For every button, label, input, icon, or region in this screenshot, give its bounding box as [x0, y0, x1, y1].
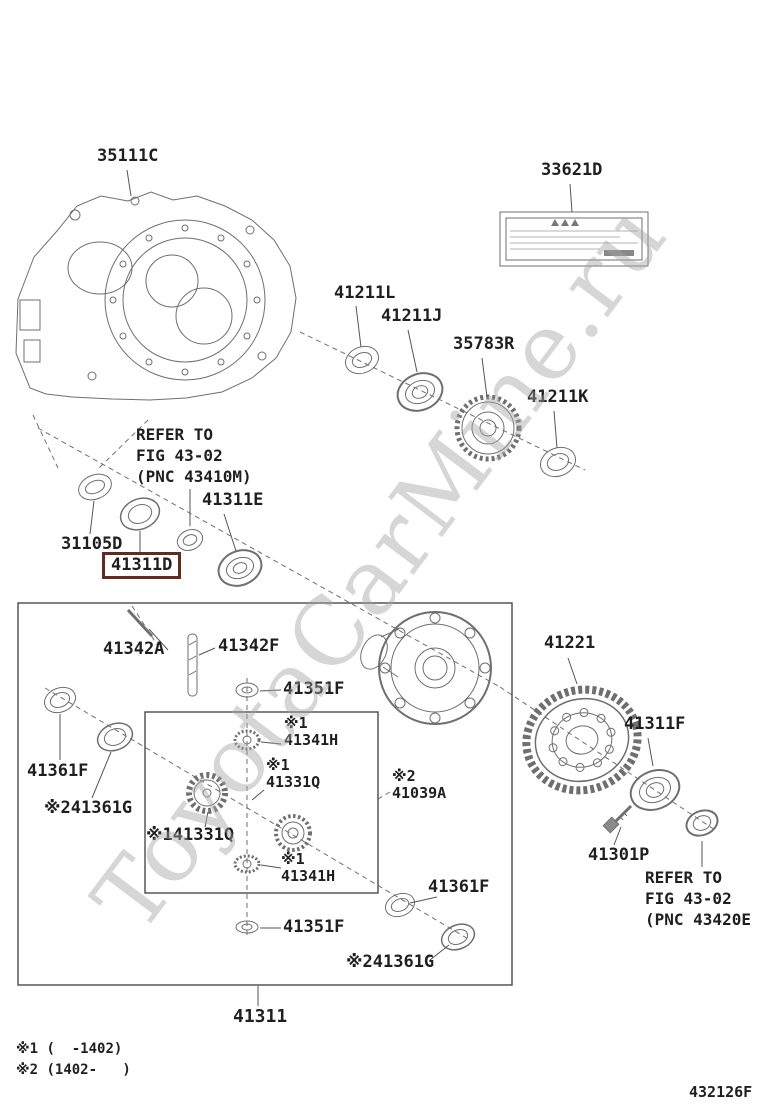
part-label-41361G-left: ※241361G [44, 798, 133, 818]
side-gear-bottom [233, 854, 261, 874]
thrust-washer-top [235, 682, 259, 698]
part-label-41211J: 41211J [381, 306, 443, 326]
part-label-41341H-bottom: ※1 41341H [281, 850, 336, 886]
part-label-41311E: 41311E [202, 490, 264, 510]
part-label-35783R: 35783R [453, 334, 515, 354]
part-label-41301P: 41301P [588, 845, 650, 865]
pinion-gear-left [186, 772, 228, 814]
part-label-41221: 41221 [544, 633, 596, 653]
part-label-33621D: 33621D [541, 160, 603, 180]
footnote-1: ※1 ( -1402) [16, 1041, 123, 1057]
part-label-41211K: 41211K [527, 387, 589, 407]
footnote-2: ※2 (1402- ) [16, 1062, 131, 1078]
part-label-41311D-highlight[interactable]: 41311D [102, 552, 182, 579]
part-label-41361G-bottom: ※241361G [346, 952, 435, 972]
diagram-code: 432126F [689, 1083, 753, 1101]
part-label-41211L: 41211L [334, 283, 396, 303]
part-label-41361F-left: 41361F [27, 761, 89, 781]
bearing-and-ring-drawings [43, 345, 719, 951]
part-label-41311F: 41311F [624, 714, 686, 734]
refer-note-43420E: REFER TO FIG 43-02 (PNC 43420E [645, 868, 751, 929]
part-label-41311: 41311 [233, 1006, 288, 1027]
part-label-41341H-top: ※1 41341H [284, 714, 339, 750]
part-label-35111C: 35111C [97, 146, 159, 166]
assembly-box [17, 602, 513, 986]
differential-case-drawing [360, 611, 492, 725]
part-label-41039A: ※2 41039A [392, 767, 447, 803]
thrust-washer-bottom [235, 920, 259, 934]
part-label-41361F-right: 41361F [428, 877, 490, 897]
ring-gear-drawing [522, 685, 642, 795]
pinion-shaft-drawing [187, 633, 198, 697]
part-label-41342F: 41342F [218, 636, 280, 656]
pinion-gear-center [274, 814, 312, 852]
bolt-drawing [602, 804, 633, 834]
part-label-41331Q-left: ※141331Q [146, 825, 235, 845]
side-gear-top [233, 729, 261, 751]
transaxle-case-drawing [15, 191, 297, 401]
part-label-41351F-top: 41351F [283, 679, 345, 699]
part-label-41351F-bottom: 41351F [283, 917, 345, 937]
part-label-31105D: 31105D [61, 534, 123, 554]
leader-lines [59, 169, 703, 1006]
axis-lines [32, 331, 716, 941]
park-gear-drawing [454, 394, 522, 462]
part-label-41331Q-right: ※1 41331Q [266, 756, 321, 792]
refer-note-43410M: REFER TO FIG 43-02 (PNC 43410M) [136, 425, 252, 486]
spec-plate-drawing [499, 211, 649, 267]
part-label-41342A: 41342A [103, 639, 165, 659]
